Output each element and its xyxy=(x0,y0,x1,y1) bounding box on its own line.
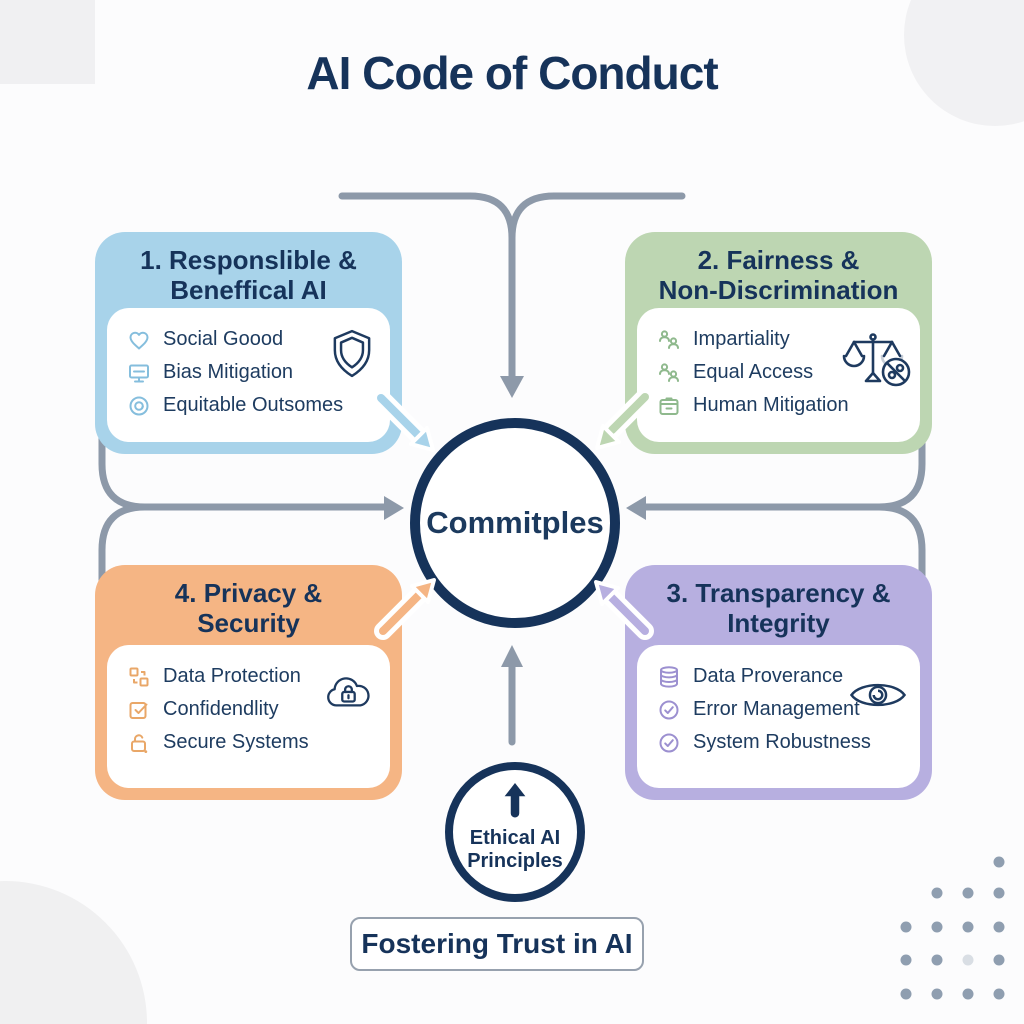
item-label: System Robustness xyxy=(693,731,871,753)
box-items-panel: Data Protection Confidendlity Secure Sys… xyxy=(107,645,390,788)
arrow-up-icon xyxy=(501,645,523,667)
box-items-panel: Social Goood Bias Mitigation Equitable O… xyxy=(107,308,390,442)
people-icon xyxy=(657,328,681,352)
list-item: Social Goood xyxy=(127,323,390,356)
item-label: Data Protection xyxy=(163,665,301,687)
list-item: Equitable Outsomes xyxy=(127,389,390,422)
banner-label: Fostering Trust in AI xyxy=(361,928,633,959)
list-item: Impartiality xyxy=(657,323,920,356)
arrow-right-icon xyxy=(384,496,404,520)
list-item: Data Protection xyxy=(127,660,390,693)
ethical-circle-label: Ethical AI Principles xyxy=(467,827,563,872)
at-circle-icon xyxy=(127,394,151,418)
ethical-principles-circle: Ethical AI Principles xyxy=(445,762,585,902)
box-privacy-security: 4. Privacy & Security Data Protection Co… xyxy=(95,565,402,800)
list-item: Secure Systems xyxy=(127,726,390,759)
check-circle-icon xyxy=(657,731,681,755)
people-icon xyxy=(657,361,681,385)
box-fairness-non-discrimination: 2. Fairness & Non-Discrimination Imparti… xyxy=(625,232,932,454)
page-title: AI Code of Conduct xyxy=(306,47,718,99)
box-items-panel: Impartiality Equal Access Human Mitigati… xyxy=(637,308,920,442)
checkbox-icon xyxy=(127,698,151,722)
item-label: Equal Access xyxy=(693,361,814,383)
network-icon xyxy=(127,665,151,689)
database-icon xyxy=(657,665,681,689)
up-arrow-icon xyxy=(498,782,532,825)
list-item: Bias Mitigation xyxy=(127,356,390,389)
item-label: Error Management xyxy=(693,698,860,720)
lock-icon xyxy=(127,731,151,755)
heart-icon xyxy=(127,328,151,352)
corner-square-decoration xyxy=(0,0,95,84)
scales-icon xyxy=(840,332,912,395)
list-item: Data Proverance xyxy=(657,660,920,693)
item-label: Data Proverance xyxy=(693,665,844,687)
item-label: Social Goood xyxy=(163,328,284,350)
list-item: Equal Access xyxy=(657,356,920,389)
item-label: Human Mitigation xyxy=(693,394,849,416)
list-item: Confidendlity xyxy=(127,693,390,726)
box-title: 1. Responslible & Beneffical AI xyxy=(140,245,357,305)
box-title: 4. Privacy & Security xyxy=(174,578,323,638)
box-title: 3. Transparency & Integrity xyxy=(666,578,891,638)
monitor-icon xyxy=(127,361,151,385)
box-responsible-beneficial-ai: 1. Responslible & Beneffical AI Social G… xyxy=(95,232,402,454)
check-circle-icon xyxy=(657,698,681,722)
item-label: Equitable Outsomes xyxy=(163,394,344,416)
box-items-panel: Data Proverance Error Management System … xyxy=(637,645,920,788)
arrow-left-icon xyxy=(626,496,646,520)
list-item: System Robustness xyxy=(657,726,920,759)
eye-icon xyxy=(848,677,908,718)
archive-icon xyxy=(657,394,681,418)
center-label: Commitples xyxy=(426,505,604,540)
item-label: Bias Mitigation xyxy=(163,361,294,383)
cloud-lock-icon xyxy=(322,669,374,718)
arrow-down-icon xyxy=(500,376,524,398)
box-transparency-integrity: 3. Transparency & Integrity Data Provera… xyxy=(625,565,932,800)
trust-banner: Fostering Trust in AI xyxy=(350,917,644,971)
list-item: Human Mitigation xyxy=(657,389,920,422)
item-label: Confidendlity xyxy=(163,698,279,720)
item-label: Secure Systems xyxy=(163,731,309,753)
list-item: Error Management xyxy=(657,693,920,726)
shield-icon xyxy=(332,328,372,385)
center-circle: Commitples xyxy=(410,418,620,628)
item-label: Impartiality xyxy=(693,328,790,350)
box-title: 2. Fairness & Non-Discrimination xyxy=(658,245,899,305)
